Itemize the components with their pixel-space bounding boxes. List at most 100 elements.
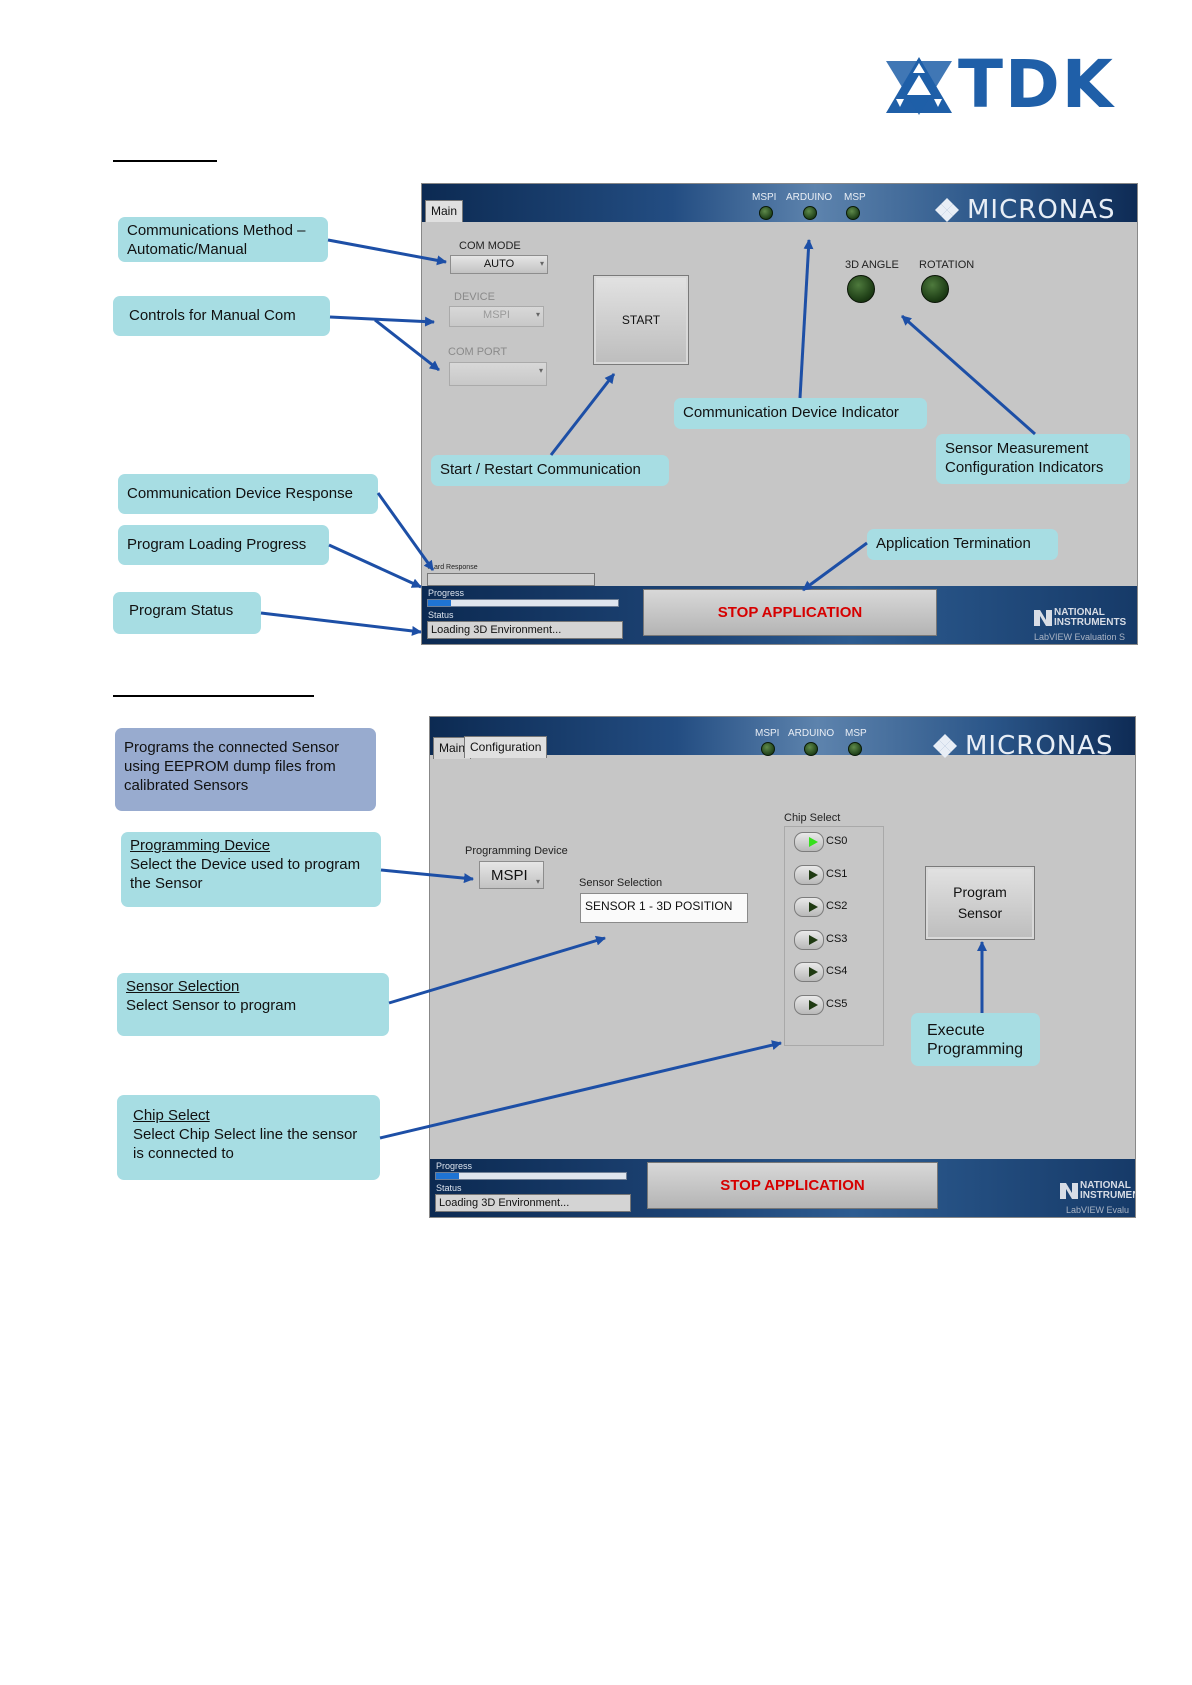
callout-program-loading: Program Loading Progress <box>118 525 329 565</box>
led-arrow-icon <box>809 837 818 847</box>
program-sensor-button[interactable]: Program Sensor <box>925 866 1035 940</box>
led-label-msp: MSP <box>844 192 866 203</box>
status-label: Status <box>428 610 454 620</box>
sensor-selection-label: Sensor Selection <box>579 877 663 889</box>
configuration-screen: Main Configuration MSPI ARDUINO MSP MICR… <box>429 716 1136 1218</box>
chip-select-button-cs4[interactable] <box>794 962 824 982</box>
top-banner <box>430 717 1135 755</box>
callout-line: Configuration Indicators <box>945 459 1104 476</box>
status-field: Loading 3D Environment... <box>435 1194 631 1212</box>
callout-sensor-measurement: Sensor Measurement Configuration Indicat… <box>936 434 1130 484</box>
start-button[interactable]: START <box>593 275 689 365</box>
com-port-select[interactable]: ▾ <box>449 362 547 386</box>
micronas-diamond-icon <box>935 198 959 222</box>
arrow <box>388 935 606 1005</box>
stop-application-button[interactable]: STOP APPLICATION <box>647 1162 938 1209</box>
chevron-down-icon: ▾ <box>539 259 544 268</box>
callout-line: calibrated Sensors <box>124 777 249 794</box>
com-mode-select[interactable]: AUTO ▾ <box>450 255 548 274</box>
led-label-arduino: ARDUINO <box>786 192 833 203</box>
programming-device-select[interactable]: MSPI▾ <box>479 861 544 889</box>
callout-title: Programming Device <box>130 837 271 854</box>
arrow <box>376 492 435 571</box>
chip-select-button-cs5[interactable] <box>794 994 824 1015</box>
callout-title: Chip Select <box>133 1107 210 1124</box>
micronas-brand: MICRONAS <box>967 195 1116 225</box>
indicator-rotation <box>921 275 949 303</box>
led-label-arduino: ARDUINO <box>788 728 835 739</box>
chevron-down-icon: ▾ <box>535 877 540 886</box>
led-arrow-icon <box>809 869 818 880</box>
callout-line: Controls for Manual Com <box>129 307 296 324</box>
stop-application-label: STOP APPLICATION <box>717 604 863 621</box>
arrow <box>549 373 616 456</box>
callout-chip-select: Chip Select Select Chip Select line the … <box>117 1095 380 1180</box>
arrow <box>329 315 435 327</box>
ni-text-1: NATIONAL <box>1080 1180 1131 1191</box>
programming-device-label: Programming Device <box>465 845 568 857</box>
ni-text-2: INSTRUMEN <box>1080 1190 1136 1201</box>
section-heading-rule <box>113 160 217 162</box>
callout-line: Communications Method – <box>127 222 306 239</box>
progress-label: Progress <box>436 1161 473 1171</box>
arrow <box>260 611 422 636</box>
led-label-mspi: MSPI <box>755 728 780 739</box>
led-label-mspi: MSPI <box>752 192 777 203</box>
led-arrow-icon <box>809 999 818 1010</box>
program-sensor-label-1: Program <box>953 884 1007 900</box>
bottom-banner: Progress Status Loading 3D Environment..… <box>430 1159 1135 1217</box>
chip-select-label-cs1: CS1 <box>826 867 848 880</box>
arrow <box>380 868 474 884</box>
com-mode-label: COM MODE <box>459 240 521 252</box>
bottom-banner: Progress Status Loading 3D Environment..… <box>422 586 1137 644</box>
callout-line: Communication Device Indicator <box>683 404 899 421</box>
callout-start-restart: Start / Restart Communication <box>431 455 669 486</box>
progress-bar <box>427 599 619 607</box>
chip-select-label-cs5: CS5 <box>826 997 848 1010</box>
callout-line: Application Termination <box>876 535 1031 552</box>
callout-line: Select Sensor to program <box>126 997 297 1014</box>
led-label-msp: MSP <box>845 728 867 739</box>
board-response-field <box>427 573 595 586</box>
chip-select-button-cs2[interactable] <box>794 897 824 917</box>
status-label: Status <box>436 1183 462 1193</box>
arrow <box>374 318 440 372</box>
arrow <box>802 541 868 592</box>
chevron-down-icon: ▾ <box>538 366 543 375</box>
national-instruments-logo-icon <box>1034 610 1052 626</box>
callout-line: Programs the connected Sensor <box>124 739 340 756</box>
tdk-star-icon <box>886 57 952 115</box>
ni-text-3: LabVIEW Evalu <box>1066 1205 1130 1215</box>
arrow <box>328 543 422 589</box>
tdk-logo-text: TDK <box>958 46 1115 123</box>
chip-select-button-cs3[interactable] <box>794 929 824 950</box>
tab-main[interactable]: Main <box>433 737 472 759</box>
progress-fill <box>436 1173 459 1179</box>
chip-select-label-cs3: CS3 <box>826 932 848 945</box>
device-select[interactable]: MSPI▾ <box>449 306 544 327</box>
led-msp <box>848 742 862 756</box>
callout-line: Select the Device used to program <box>130 856 361 873</box>
chip-select-button-cs0[interactable] <box>794 832 824 852</box>
led-msp <box>846 206 860 220</box>
ni-text-2: INSTRUMENTS <box>1054 617 1127 628</box>
chip-select-button-cs1[interactable] <box>794 864 824 885</box>
callout-manual-com: Controls for Manual Com <box>113 296 330 336</box>
board-response-label: …ard Response <box>427 564 478 571</box>
tab-configuration[interactable]: Configuration <box>464 736 548 758</box>
start-button-label: START <box>621 313 661 327</box>
national-instruments-logo-icon <box>1060 1183 1078 1199</box>
progress-label: Progress <box>428 588 465 598</box>
ni-text-3: LabVIEW Evaluation S <box>1034 632 1126 642</box>
micronas-diamond-icon <box>933 734 957 758</box>
tab-main[interactable]: Main <box>425 200 464 222</box>
progress-fill <box>428 600 451 606</box>
indicator-3d-angle <box>847 275 875 303</box>
callout-line: Execute <box>927 1022 985 1039</box>
callout-line: Sensor Measurement <box>945 440 1089 457</box>
led-arduino <box>804 742 818 756</box>
sensor-selection-field[interactable]: SENSOR 1 - 3D POSITION <box>580 893 748 923</box>
com-mode-value: AUTO <box>483 258 515 270</box>
progress-bar <box>435 1172 627 1180</box>
stop-application-button[interactable]: STOP APPLICATION <box>643 589 937 636</box>
